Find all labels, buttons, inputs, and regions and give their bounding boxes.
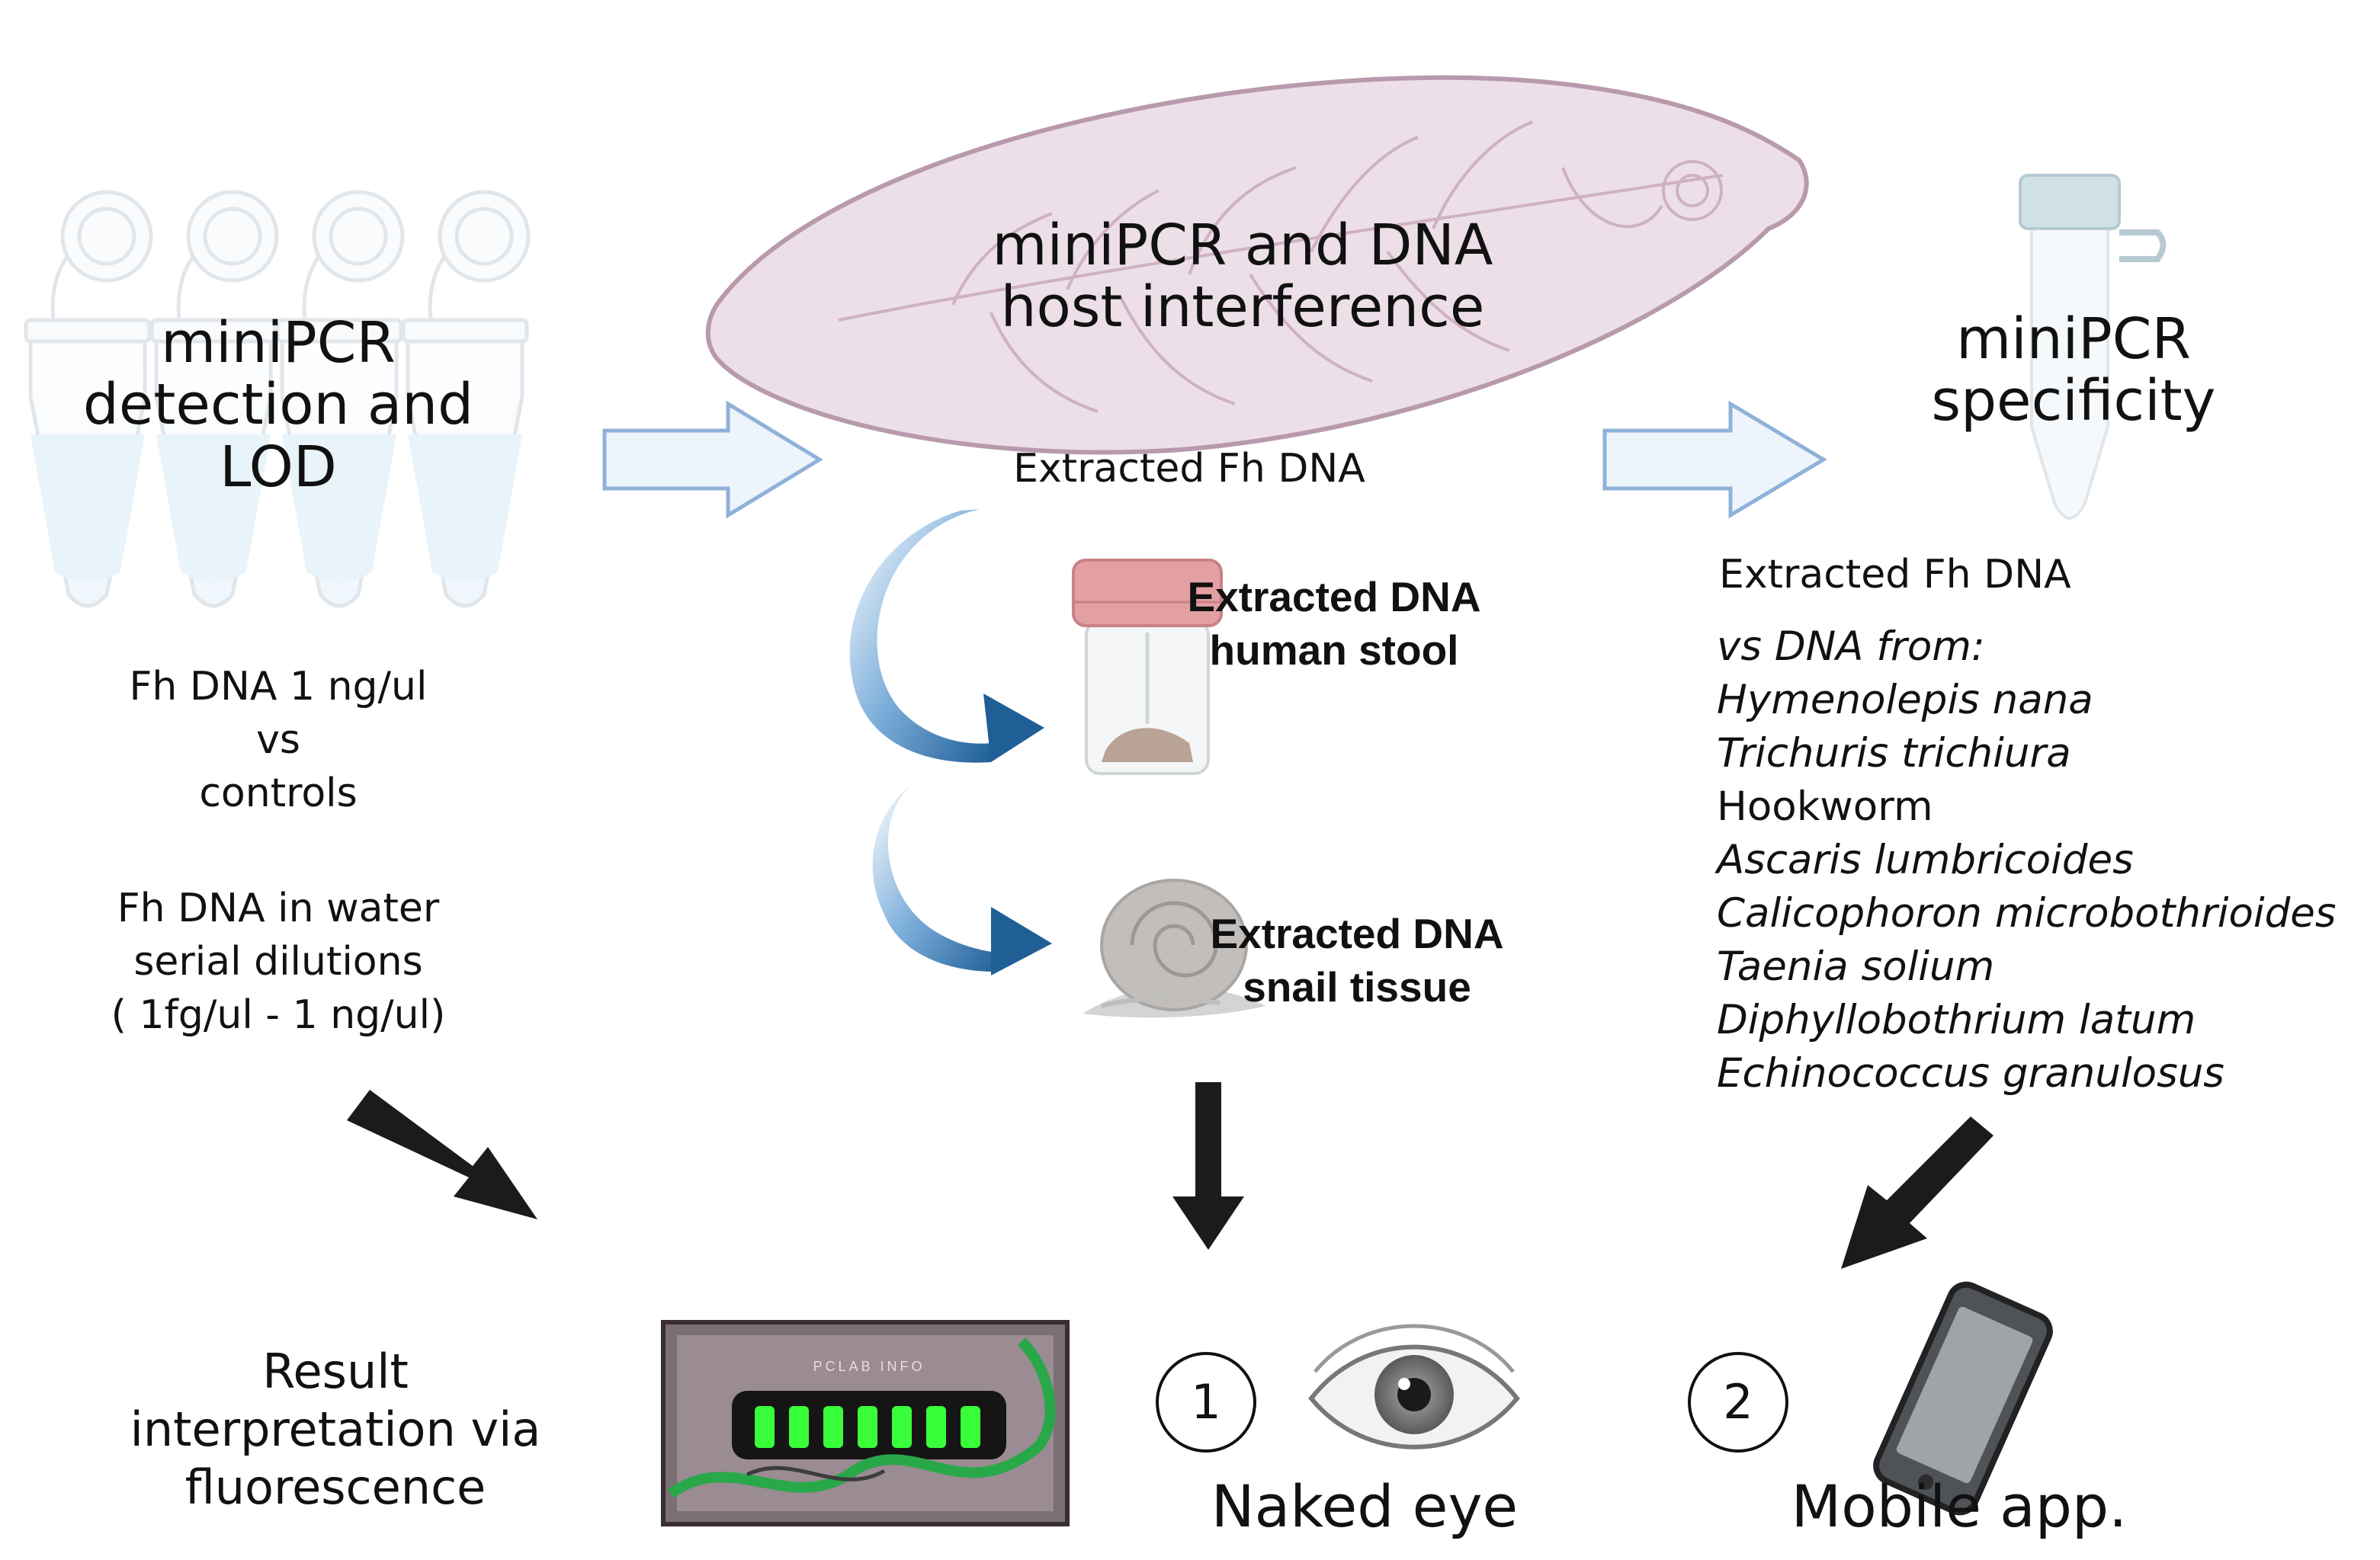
snail-label-line: Extracted DNA xyxy=(1210,910,1504,957)
option-1-badge: 1 xyxy=(1156,1352,1256,1453)
right-title-line: miniPCR xyxy=(1956,306,2191,372)
center-title-line: host interference xyxy=(1000,274,1485,341)
left-title-line: miniPCR xyxy=(161,310,396,376)
pcr-tube-icon xyxy=(24,190,531,608)
result-line: interpretation via xyxy=(130,1401,541,1457)
left-text2-line: serial dilutions xyxy=(133,939,423,985)
snail-icon xyxy=(1083,879,1265,1018)
center-extracted-label: Extracted Fh DNA xyxy=(1013,446,1365,492)
center-title-line: miniPCR and DNA xyxy=(992,213,1493,278)
species-list: vs DNA from: Hymenolepis nana Trichuris … xyxy=(1717,620,2337,1100)
result-line: Result xyxy=(262,1344,409,1399)
phone-icon xyxy=(1873,1281,2053,1516)
left-title-line: LOD xyxy=(220,434,337,500)
result-line: fluorescence xyxy=(184,1459,486,1515)
left-text1-line: controls xyxy=(199,770,358,816)
right-panel-title: miniPCR specificity xyxy=(1845,306,2302,434)
species-item: Trichuris trichiura xyxy=(1717,730,2071,777)
species-item: Hookworm xyxy=(1717,783,1933,830)
species-item: Calicophoron microbothrioides xyxy=(1717,890,2337,937)
left-text1-line: vs xyxy=(256,717,300,763)
naked-eye-label: Naked eye xyxy=(1211,1472,1519,1540)
species-item: Ascaris lumbricoides xyxy=(1717,837,2134,883)
single-tube-icon xyxy=(2019,174,2167,520)
right-extracted-label: Extracted Fh DNA xyxy=(1719,552,2071,597)
species-item: Diphyllobothrium latum xyxy=(1717,997,2196,1043)
left-panel-text1: Fh DNA 1 ng/ul vs controls xyxy=(46,660,511,820)
snail-label-line: snail tissue xyxy=(1243,963,1471,1011)
species-item: Hymenolepis nana xyxy=(1717,677,2093,723)
left-text2-line: ( 1fg/ul - 1 ng/ul) xyxy=(111,992,446,1038)
mobile-app-label: Mobile app. xyxy=(1791,1472,2128,1540)
left-panel-title: miniPCR detection and LOD xyxy=(46,312,511,498)
vs-label: vs DNA from: xyxy=(1717,623,1985,670)
species-item: Echinococcus granulosus xyxy=(1717,1050,2224,1097)
left-panel-text2: Fh DNA in water serial dilutions ( 1fg/u… xyxy=(46,882,511,1042)
gel-header: PCLAB INFO xyxy=(813,1359,925,1374)
snail-label: Extracted DNA snail tissue xyxy=(1182,907,1532,1014)
left-text2-line: Fh DNA in water xyxy=(117,886,440,931)
result-arrow-icon xyxy=(347,1082,1993,1269)
stool-label-line: Extracted DNA xyxy=(1187,573,1481,620)
curved-arrow-icon xyxy=(849,509,1052,975)
left-title-line: detection and xyxy=(82,372,474,438)
stool-jar-icon xyxy=(1072,559,1223,775)
arrow-right-icon xyxy=(602,400,1827,519)
stool-label-line: human stool xyxy=(1209,626,1459,674)
option-2-badge: 2 xyxy=(1688,1352,1788,1453)
left-text1-line: Fh DNA 1 ng/ul xyxy=(129,664,428,710)
fluke-icon xyxy=(705,75,1809,455)
stool-label: Extracted DNA human stool xyxy=(1159,570,1509,677)
right-title-line: specificity xyxy=(1931,368,2216,434)
gel-device-icon xyxy=(661,1320,1070,1526)
center-panel-title: miniPCR and DNA host interference xyxy=(907,213,1578,341)
eye-icon xyxy=(1308,1324,1520,1449)
result-interpretation-label: Result interpretation via fluorescence xyxy=(84,1343,587,1517)
species-item: Taenia solium xyxy=(1717,943,1995,990)
